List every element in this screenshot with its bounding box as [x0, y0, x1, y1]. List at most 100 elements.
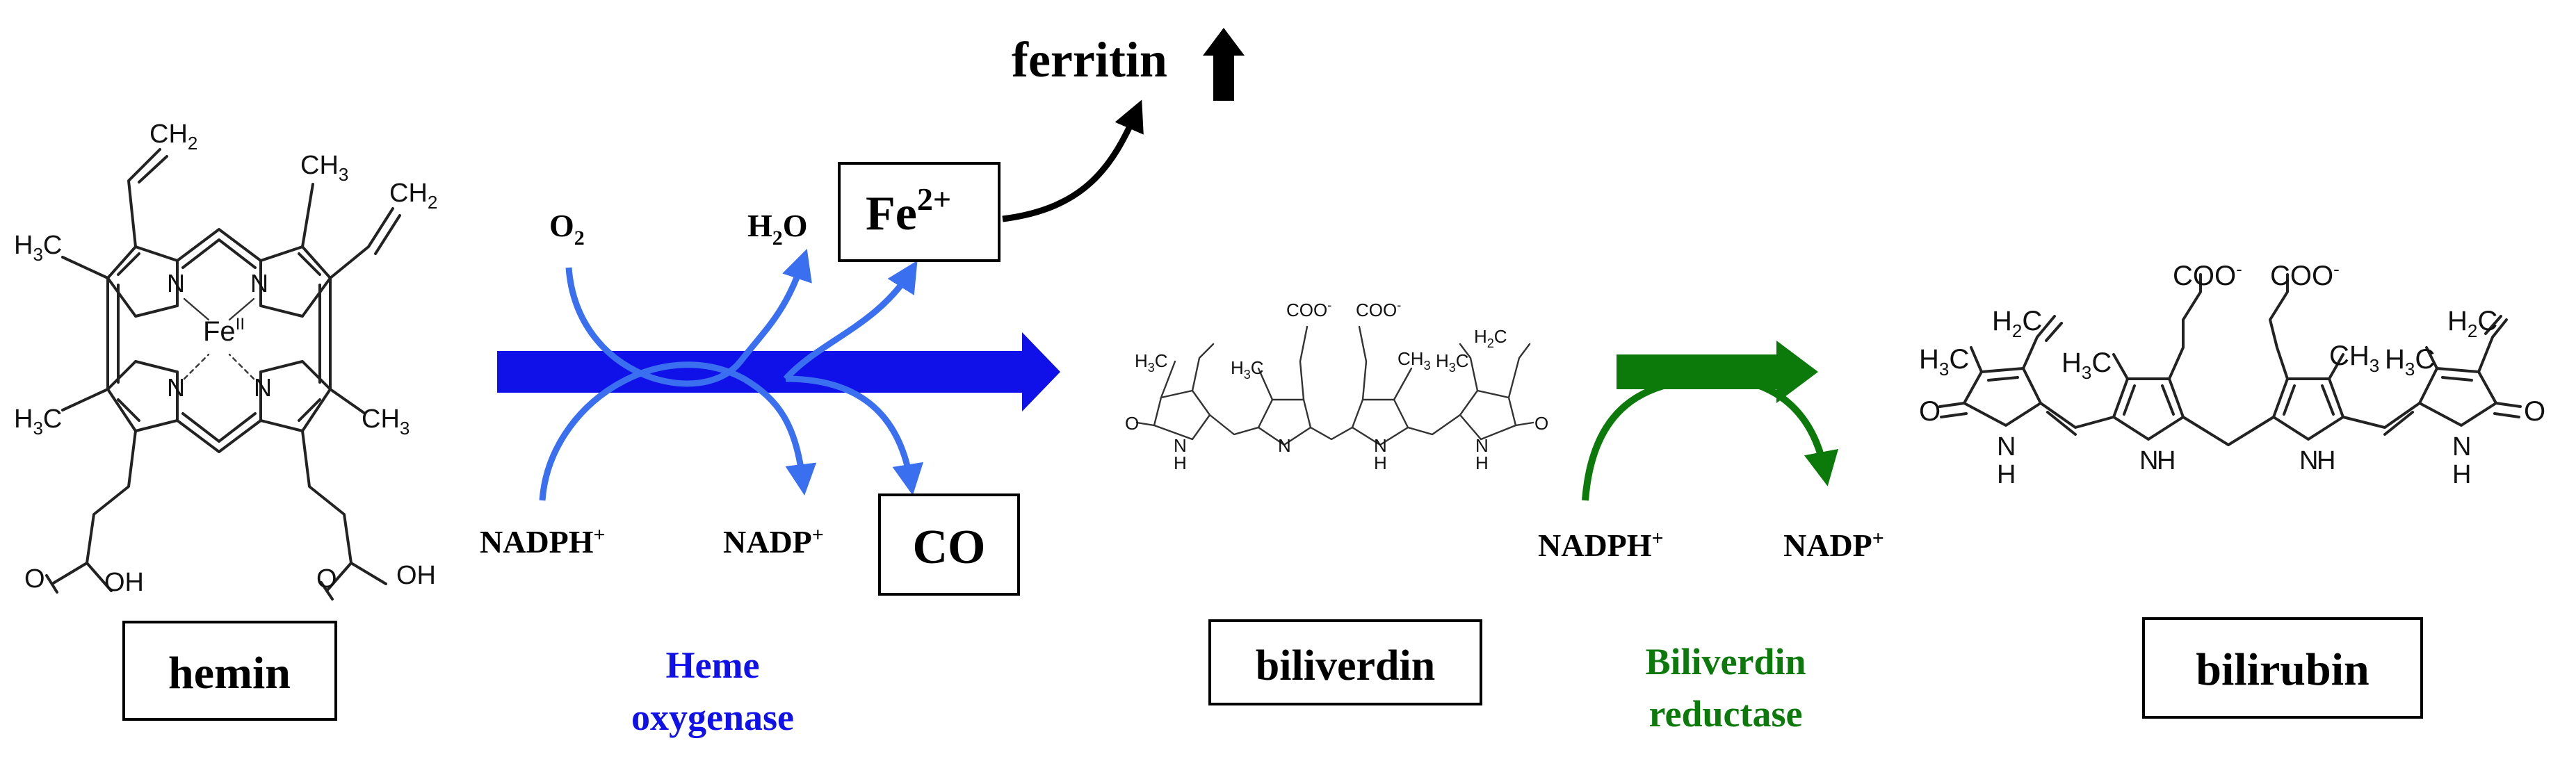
biliverdin-reductase-nadph-arrow — [1582, 375, 1839, 501]
biliverdin-nh-a-n: N — [1174, 435, 1187, 456]
fe-charge: 2+ — [917, 181, 951, 217]
ferritin-group: ferritin — [1012, 28, 1245, 101]
bilirubin-nh-c-n: N — [2299, 446, 2318, 475]
biliverdin-h3c-right-h: H — [1436, 350, 1449, 371]
svg-text:CH3: CH3 — [2329, 341, 2379, 376]
hemin-structure: CH2 CH3 CH2 H3C H3C CH3 N N N N FeII O O… — [14, 120, 437, 601]
svg-text:H2C: H2C — [2447, 306, 2497, 341]
hemin-ch2-subscript: 2 — [188, 133, 197, 154]
hemin-ch2-right-subscript: 2 — [428, 192, 437, 213]
hemin-oh-left-label: OH — [104, 568, 144, 597]
bilirubin-h3c-b-h: H — [2061, 348, 2082, 378]
bilirubin-h2c-left-subscript: 2 — [2012, 320, 2022, 341]
h2o-o-label: O — [783, 208, 808, 243]
hemin-label-box: hemin — [122, 621, 337, 721]
svg-text:CH3: CH3 — [1398, 348, 1431, 373]
heme-oxygenase-step: O2 H2O NADPH+ NADP+ Heme oxygenase — [480, 208, 1060, 738]
biliverdin-h3c-left-c: C — [1155, 350, 1168, 371]
svg-text:NADP+: NADP+ — [723, 523, 824, 560]
biliverdin-reductase-nadph-label: NADPH — [1538, 528, 1652, 563]
biliverdin-coo-label-2: COO — [1356, 300, 1397, 320]
svg-text:COO-: COO- — [1286, 298, 1331, 320]
bilirubin-h3c-a-h: H — [1919, 344, 1939, 375]
hemin-ch3-bottom-label: CH — [362, 405, 400, 434]
hemin-h3c-bottom-h: H — [14, 405, 33, 434]
biliverdin-coo-label-1: COO — [1286, 300, 1327, 320]
biliverdin-nh-d-n: N — [1475, 435, 1489, 456]
biliverdin-o-right: O — [1534, 413, 1548, 434]
bilirubin-nh-d-h: H — [2452, 460, 2471, 489]
svg-text:H2O: H2O — [747, 208, 808, 250]
o2-label: O — [549, 208, 574, 243]
bilirubin-nh-a-h: H — [1997, 460, 2016, 489]
biliverdin-coo-charge-1: - — [1327, 298, 1331, 312]
svg-text:COO-: COO- — [2173, 259, 2242, 291]
hemin-label: hemin — [168, 648, 291, 699]
svg-text:H3C: H3C — [1436, 350, 1469, 375]
bilirubin-nh-d-n: N — [2452, 432, 2471, 462]
svg-text:H2C: H2C — [1992, 306, 2042, 341]
biliverdin-reductase-nadp-charge: + — [1872, 527, 1884, 550]
heme-oxygenase-label-line1: Heme — [666, 644, 760, 686]
bilirubin-h2c-right-h: H — [2447, 306, 2468, 336]
bilirubin-label-box: bilirubin — [2142, 617, 2423, 719]
biliverdin-o-left: O — [1125, 413, 1139, 434]
biliverdin-ch3-label: CH — [1398, 348, 1424, 369]
bilirubin-h3c-d-subscript: 3 — [2405, 359, 2415, 380]
bilirubin-h3c-b-c: C — [2091, 348, 2112, 378]
hemin-n-label-1: N — [167, 269, 185, 297]
heme-oxygenase-nadp-charge: + — [812, 523, 824, 546]
hemin-n-label-4: N — [254, 373, 272, 402]
biliverdin-label: biliverdin — [1256, 642, 1435, 689]
heme-oxygenase-nadph-charge: + — [594, 523, 606, 546]
heme-oxygenase-label-line2: oxygenase — [631, 696, 794, 738]
svg-text:H3C: H3C — [1231, 357, 1264, 382]
bilirubin-h2c-left-c: C — [2022, 306, 2042, 336]
hemin-ch3-bottom-subscript: 3 — [400, 418, 410, 439]
heme-oxygenase-nadph-label: NADPH — [480, 524, 594, 560]
bilirubin-o-left: O — [1919, 396, 1941, 427]
fe2-box: Fe2+ — [838, 162, 1001, 262]
hemin-n-label-2: N — [250, 269, 268, 297]
hemin-ch3-top-label: CH — [300, 151, 339, 180]
biliverdin-reductase-nadp-label: NADP — [1783, 528, 1872, 563]
biliverdin-nh-c-n: N — [1374, 435, 1387, 456]
biliverdin-label-box: biliverdin — [1208, 619, 1482, 705]
biliverdin-reductase-label-line1: Biliverdin — [1645, 641, 1806, 683]
ferritin-up-arrow-icon — [1203, 28, 1245, 101]
svg-text:O2: O2 — [549, 208, 585, 250]
biliverdin-structure: COO- COO- H3C H3C CH3 H3C H2C O O N H N … — [1125, 298, 1548, 473]
biliverdin-h2c-c: C — [1494, 326, 1507, 347]
bilirubin-h3c-d-h: H — [2385, 344, 2405, 375]
biliverdin-n-b: N — [1278, 435, 1291, 456]
svg-text:Fe2+: Fe2+ — [866, 181, 951, 240]
bilirubin-coo-charge-2: - — [2333, 259, 2340, 279]
svg-text:H3C: H3C — [2385, 344, 2435, 380]
biliverdin-h2c-subscript: 2 — [1487, 336, 1494, 350]
biliverdin-ch3-subscript: 3 — [1424, 359, 1431, 373]
ferritin-label: ferritin — [1012, 32, 1167, 88]
biliverdin-coo-charge-2: - — [1397, 298, 1401, 312]
bilirubin-h3c-d-c: C — [2415, 344, 2435, 375]
bilirubin-h3c-a-c: C — [1949, 344, 1969, 375]
bilirubin-h3c-b-subscript: 3 — [2082, 362, 2091, 383]
co-release-arrow — [785, 375, 923, 496]
hemin-h3c-top-subscript: 3 — [33, 244, 42, 265]
svg-text:H3C: H3C — [14, 231, 62, 265]
biliverdin-reductase-label-line2: reductase — [1649, 693, 1803, 735]
h2o-h-label: H — [747, 208, 772, 243]
heme-oxygenase-main-arrow — [497, 332, 1060, 411]
hemin-ch2-right-label: CH — [389, 179, 428, 208]
svg-text:COO-: COO- — [1356, 298, 1401, 320]
hemin-ch2-label: CH — [149, 120, 188, 149]
biliverdin-h3c-mid-subscript: 3 — [1244, 368, 1251, 382]
svg-text:CH2: CH2 — [149, 120, 197, 154]
bilirubin-ch3-subscript: 3 — [2370, 355, 2379, 376]
svg-text:COO-: COO- — [2270, 259, 2340, 291]
fe-to-ferritin-arrow — [1002, 99, 1144, 222]
biliverdin-h3c-left-subscript: 3 — [1148, 361, 1155, 375]
co-box: CO — [878, 493, 1020, 596]
biliverdin-nh-c-h: H — [1374, 452, 1387, 473]
svg-text:CH3: CH3 — [362, 405, 410, 439]
bilirubin-structure: COO- COO- H2C H3C H3C CH3 H3C H2C O O N … — [1919, 259, 2545, 489]
